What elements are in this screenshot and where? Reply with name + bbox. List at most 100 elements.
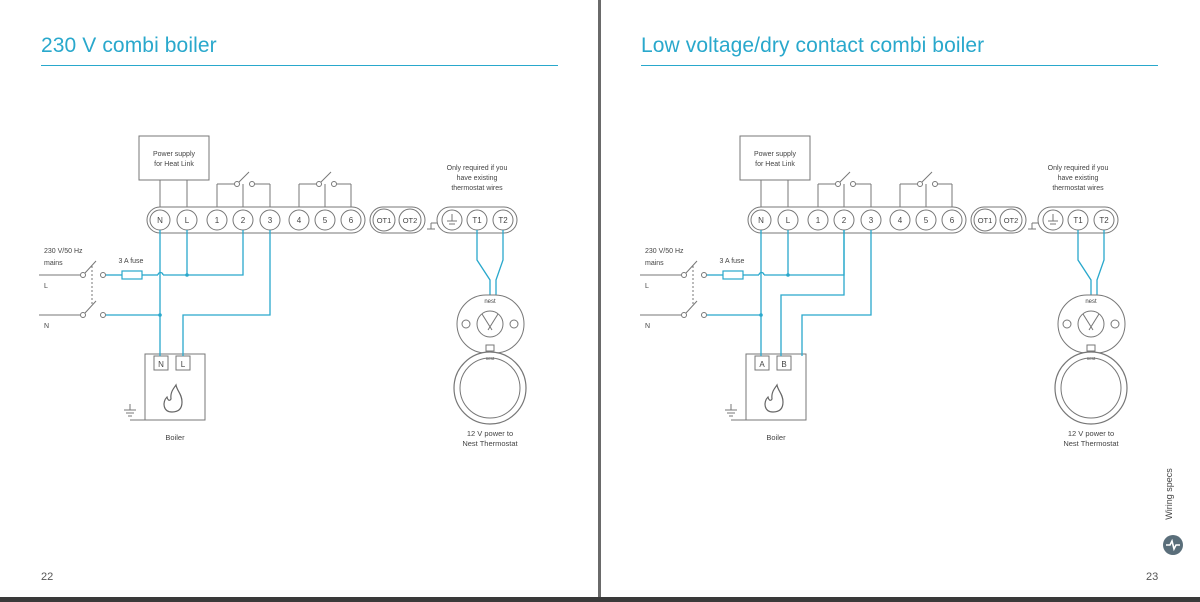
thermostat-display [459, 357, 521, 419]
isolator-contact [80, 312, 86, 318]
flame-icon [163, 383, 183, 413]
relay-switch [238, 171, 250, 183]
terminal-label: 3 [869, 216, 874, 225]
wire-b [801, 230, 872, 356]
connector-wire [481, 313, 493, 331]
junction [185, 273, 189, 277]
terminal-label: OT2 [1004, 216, 1019, 225]
wire-t2 [495, 230, 504, 295]
connector-wire [487, 313, 499, 331]
page-title: 230 V combi boiler [41, 34, 217, 57]
wire-t2 [1096, 230, 1105, 295]
terminal-label: 1 [816, 216, 821, 225]
thermostat-label: Nest Thermostat [1063, 439, 1119, 448]
terminal [314, 209, 336, 231]
mounting-hole [509, 319, 519, 329]
terminal-label: T1 [472, 216, 482, 225]
terminal-label: L [786, 216, 791, 225]
power-supply-box [739, 135, 811, 181]
terminal-label: 4 [898, 216, 903, 225]
wire-a [780, 230, 845, 356]
connector-pin [485, 344, 495, 352]
terminal-label: 2 [842, 216, 847, 225]
terminal-label: 5 [323, 216, 328, 225]
section-tab: Wiring specs [1159, 465, 1179, 530]
line-label-n: N [645, 323, 650, 330]
line-label-n: N [44, 323, 49, 330]
wire-l-switch [764, 230, 845, 276]
nest-logo-small: nest [486, 356, 495, 361]
page-title: Low voltage/dry contact combi boiler [641, 34, 985, 57]
boiler-terminal-label: N [158, 360, 164, 369]
relay-contact [932, 181, 938, 187]
boiler-terminal [754, 355, 770, 371]
nest-logo: nest [484, 299, 496, 305]
terminal-label: T2 [1099, 216, 1109, 225]
thermostat-label: Nest Thermostat [462, 439, 518, 448]
thermostat-display [1060, 357, 1122, 419]
wire-t1 [476, 230, 491, 295]
connector-wire [1082, 313, 1094, 331]
wire-switched-live [182, 230, 271, 356]
connector-ring [1077, 310, 1105, 338]
power-supply-label: for Heat Link [154, 161, 194, 168]
terminal [340, 209, 362, 231]
relay-contact [850, 181, 856, 187]
page-gutter [598, 0, 601, 597]
title-rule [641, 65, 1158, 66]
relay-switch [320, 171, 332, 183]
thermostat-label: 12 V power to [467, 429, 513, 438]
terminal-label: 3 [268, 216, 273, 225]
boiler-label: Boiler [165, 433, 185, 442]
section-tab-label: Wiring specs [1164, 468, 1174, 520]
left-page: 230 V combi boiler Power supply for Heat … [0, 0, 598, 597]
relay-contact [249, 181, 255, 187]
relay-contact [316, 181, 322, 187]
mounting-hole [461, 319, 471, 329]
wire-l-switch [163, 230, 244, 276]
terminal-label: N [758, 216, 764, 225]
relay-contact [234, 181, 240, 187]
connector-ring [476, 310, 504, 338]
terminal [206, 209, 228, 231]
only-required-note: have existing [1058, 175, 1099, 182]
mounting-hole [1062, 319, 1072, 329]
terminal-label: 6 [950, 216, 955, 225]
terminal [398, 208, 422, 232]
connector-wire [1088, 313, 1100, 331]
terminal-label: T2 [498, 216, 508, 225]
isolator-switch [685, 260, 698, 274]
wire-t1 [1077, 230, 1092, 295]
terminal [889, 209, 911, 231]
terminal [288, 209, 310, 231]
fuse-label: 3 A fuse [119, 258, 144, 265]
title-rule [41, 65, 558, 66]
boiler-terminal-label: L [181, 360, 186, 369]
relay-contact [835, 181, 841, 187]
mounting-hole [1110, 319, 1120, 329]
junction [759, 313, 763, 317]
boiler-terminal [776, 355, 792, 371]
terminal [973, 208, 997, 232]
wiring-icon [1163, 535, 1183, 555]
line-label-l: L [645, 283, 649, 290]
terminal-block-main [146, 206, 366, 234]
only-required-note: Only required if you [1048, 165, 1109, 172]
boiler-terminal-label: A [759, 360, 765, 369]
terminal-label: OT1 [978, 216, 993, 225]
terminal-label: 4 [297, 216, 302, 225]
power-supply-label: Power supply [754, 151, 797, 158]
terminal [915, 209, 937, 231]
isolator-contact [100, 312, 106, 318]
mains-label: 230 V/50 Hz [44, 248, 83, 255]
junction [786, 273, 790, 277]
fuse [722, 270, 744, 280]
boiler-terminal [153, 355, 169, 371]
power-supply-label: Power supply [153, 151, 196, 158]
terminal-label: OT1 [377, 216, 392, 225]
only-required-note: thermostat wires [1052, 185, 1104, 192]
fuse [121, 270, 143, 280]
